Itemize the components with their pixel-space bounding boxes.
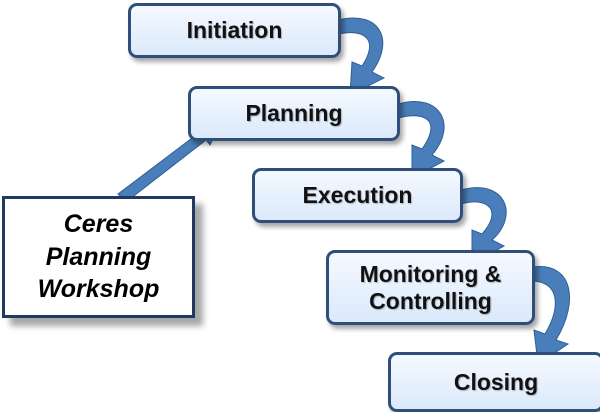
arrow-execution-to-monitoring: [460, 187, 507, 265]
phase-label: Monitoring &: [359, 261, 502, 288]
phase-execution: Execution: [252, 168, 463, 223]
arrow-initiation-to-planning: [337, 17, 386, 96]
workshop-line: Ceres: [63, 210, 134, 239]
process-diagram: Initiation Planning Execution Monitoring…: [2, 3, 600, 412]
phase-monitoring-controlling: Monitoring & Controlling: [326, 250, 535, 325]
workshop-line: Planning: [45, 242, 152, 271]
phase-planning: Planning: [188, 86, 400, 141]
ceres-planning-workshop-box: Ceres Planning Workshop: [2, 196, 195, 318]
phase-initiation: Initiation: [128, 3, 341, 58]
arrow-planning-to-execution: [397, 101, 446, 179]
workshop-line: Workshop: [37, 275, 160, 304]
phase-label-line2: Controlling: [369, 287, 492, 314]
phase-label: Planning: [245, 100, 343, 127]
arrow-monitoring-to-closing: [532, 266, 570, 365]
phase-label: Initiation: [186, 17, 283, 44]
phase-closing: Closing: [388, 352, 600, 412]
phase-label: Execution: [302, 182, 413, 209]
arrows-layer: [117, 17, 570, 365]
phase-label: Closing: [453, 369, 539, 395]
